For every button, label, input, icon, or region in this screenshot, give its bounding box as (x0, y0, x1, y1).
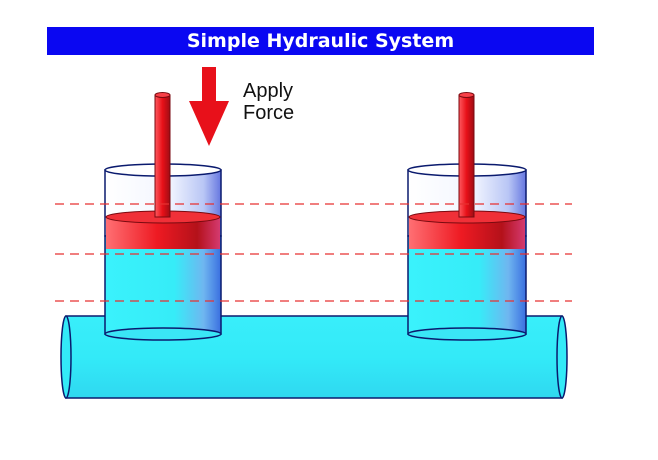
diagram-title: Simple Hydraulic System (47, 27, 594, 55)
apply-force-label-line1: Apply (243, 80, 294, 102)
apply-force-label: Apply Force (243, 80, 294, 124)
right-piston (408, 92, 526, 249)
left-piston (105, 92, 221, 249)
force-arrow-icon (189, 67, 229, 146)
apply-force-label-line2: Force (243, 102, 295, 124)
level-guide-lines (55, 203, 572, 302)
